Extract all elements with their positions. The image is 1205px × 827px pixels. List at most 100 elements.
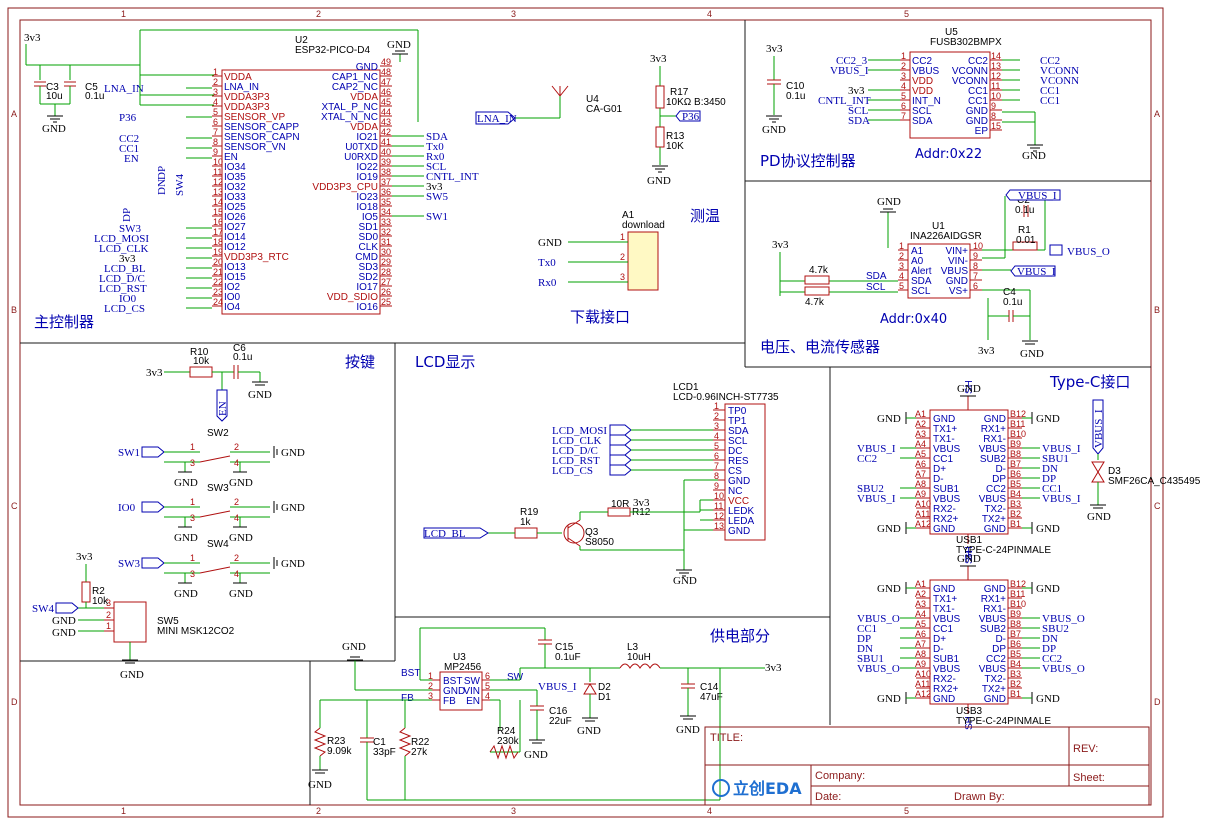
u2-pin-number: 15: [213, 207, 223, 217]
r-pull1[interactable]: [804, 275, 830, 285]
sensor-gnd-top: GND: [877, 196, 901, 208]
r13-body[interactable]: [655, 126, 665, 148]
usb-pin-label: VBUS: [979, 494, 1007, 505]
c3-value: 10u: [46, 91, 63, 102]
r17-body[interactable]: [655, 85, 665, 109]
u2-pin-label: VDD3P3_RTC: [224, 252, 289, 263]
usb-pin-number: A11: [915, 679, 930, 689]
usb-left-net: VBUS_O: [857, 663, 900, 675]
u2-pin-number: 18: [213, 237, 223, 247]
u3-body[interactable]: [439, 671, 483, 711]
lcd1-body[interactable]: [724, 403, 766, 541]
r1-shunt[interactable]: [1012, 241, 1038, 251]
grid-col-label: 5: [904, 9, 909, 19]
c14-gnd: GND: [676, 724, 700, 736]
lcd-net: LCD_RST: [552, 455, 600, 467]
pd-gnd-right: GND: [1022, 150, 1046, 162]
lcd-pin-label: CS: [728, 466, 742, 477]
usb3-body[interactable]: [929, 579, 1009, 705]
lcd-pin-label: DC: [728, 446, 742, 457]
usb-pin-label: D-: [933, 644, 944, 655]
q3-body[interactable]: [563, 522, 585, 544]
d2-ref: D2: [598, 682, 611, 693]
switch-net[interactable]: IO0: [118, 502, 136, 514]
usb-pin-label: TX1-: [933, 434, 955, 445]
u2-pin-label: VDDA: [350, 122, 378, 133]
r22-body[interactable]: [398, 727, 412, 757]
u1-pin-label: VIN+: [945, 246, 968, 257]
sw5-body[interactable]: [113, 601, 147, 643]
u1-body[interactable]: [907, 243, 971, 299]
u3-pin-number: 6: [485, 671, 490, 681]
u1-pin-number: 2: [899, 251, 904, 261]
usb-pin-number: A2: [915, 589, 926, 599]
usb-pin-number: A1: [915, 579, 926, 589]
u2-pin-label: IO35: [224, 172, 246, 183]
section-title-pd: PD协议控制器: [760, 152, 856, 170]
drawn-by-label: Drawn By:: [954, 791, 1005, 803]
switch-pin: 4: [234, 458, 239, 468]
switch-pin: 2: [234, 497, 239, 507]
lcd-pin-number: 8: [714, 471, 719, 481]
u5-pin-label: SDA: [912, 116, 933, 127]
a1-part: download: [622, 220, 665, 231]
usb-right-net: VBUS_O: [1042, 663, 1085, 675]
lcd-pin-number: 4: [714, 431, 719, 441]
u5-pin-number: 12: [991, 71, 1001, 81]
r24-body[interactable]: [489, 744, 519, 760]
shield-label: SH: [964, 546, 975, 560]
usb-right-net: DP: [1042, 643, 1056, 655]
u2-pin-label: VDD_SDIO: [327, 292, 378, 303]
r-pull2[interactable]: [804, 286, 830, 296]
l3-body[interactable]: [619, 663, 661, 669]
u5-pin-number: 5: [901, 91, 906, 101]
usb-pin-number: B10: [1010, 599, 1026, 609]
d3-value: SMF26CA_C435495: [1108, 476, 1201, 487]
switch-gnd: GND: [229, 477, 253, 489]
r2-value: 10k: [92, 596, 109, 607]
u4-part: CA-G01: [586, 104, 623, 115]
usb-pin-number: B5: [1010, 479, 1021, 489]
grid-row-label: B: [1154, 305, 1160, 315]
grid-col-label: 4: [707, 9, 712, 19]
usb-pin-label: TX2+: [982, 514, 1006, 525]
grid-row-label: D: [1154, 697, 1161, 707]
switch-net[interactable]: SW1: [118, 447, 140, 459]
usb1-body[interactable]: [929, 409, 1009, 535]
u2-pin-number: 23: [213, 287, 223, 297]
u5-body[interactable]: [909, 51, 991, 139]
r23-body[interactable]: [313, 727, 327, 757]
r12-body[interactable]: [607, 507, 631, 517]
switch-pin: 3: [190, 569, 195, 579]
r10-body[interactable]: [189, 366, 213, 378]
usb-pin-label: RX2-: [933, 504, 956, 515]
u2-left-net: IO0: [119, 293, 137, 305]
grid-row-label: A: [11, 109, 17, 119]
usb-pin-label: D-: [995, 634, 1006, 645]
d2-body[interactable]: [583, 683, 597, 695]
d3-body[interactable]: [1091, 461, 1105, 473]
download-header-body[interactable]: [627, 231, 659, 291]
u2-left-net: CC1: [119, 143, 139, 155]
u5-pin-number: 7: [901, 111, 906, 121]
u2-pin-number: 30: [381, 247, 391, 257]
r19-body[interactable]: [514, 527, 538, 539]
u2-pin-number: 22: [213, 277, 223, 287]
u2-body[interactable]: [221, 69, 381, 315]
net-flag: [1049, 244, 1063, 256]
u5-pin-label: GND: [966, 116, 988, 127]
net-flag: [475, 111, 516, 125]
drawing-border: [19, 19, 1152, 806]
usb-pin-label: VBUS: [933, 664, 961, 675]
switch-gnd: GND: [229, 532, 253, 544]
switch-net[interactable]: SW3: [118, 558, 141, 570]
u2-pin-label: SD2: [359, 272, 379, 283]
usb-pin-number: B3: [1010, 669, 1021, 679]
u5-pin-label: VDD: [912, 76, 933, 87]
download-net: Rx0: [538, 277, 557, 289]
r2-body[interactable]: [81, 581, 91, 603]
